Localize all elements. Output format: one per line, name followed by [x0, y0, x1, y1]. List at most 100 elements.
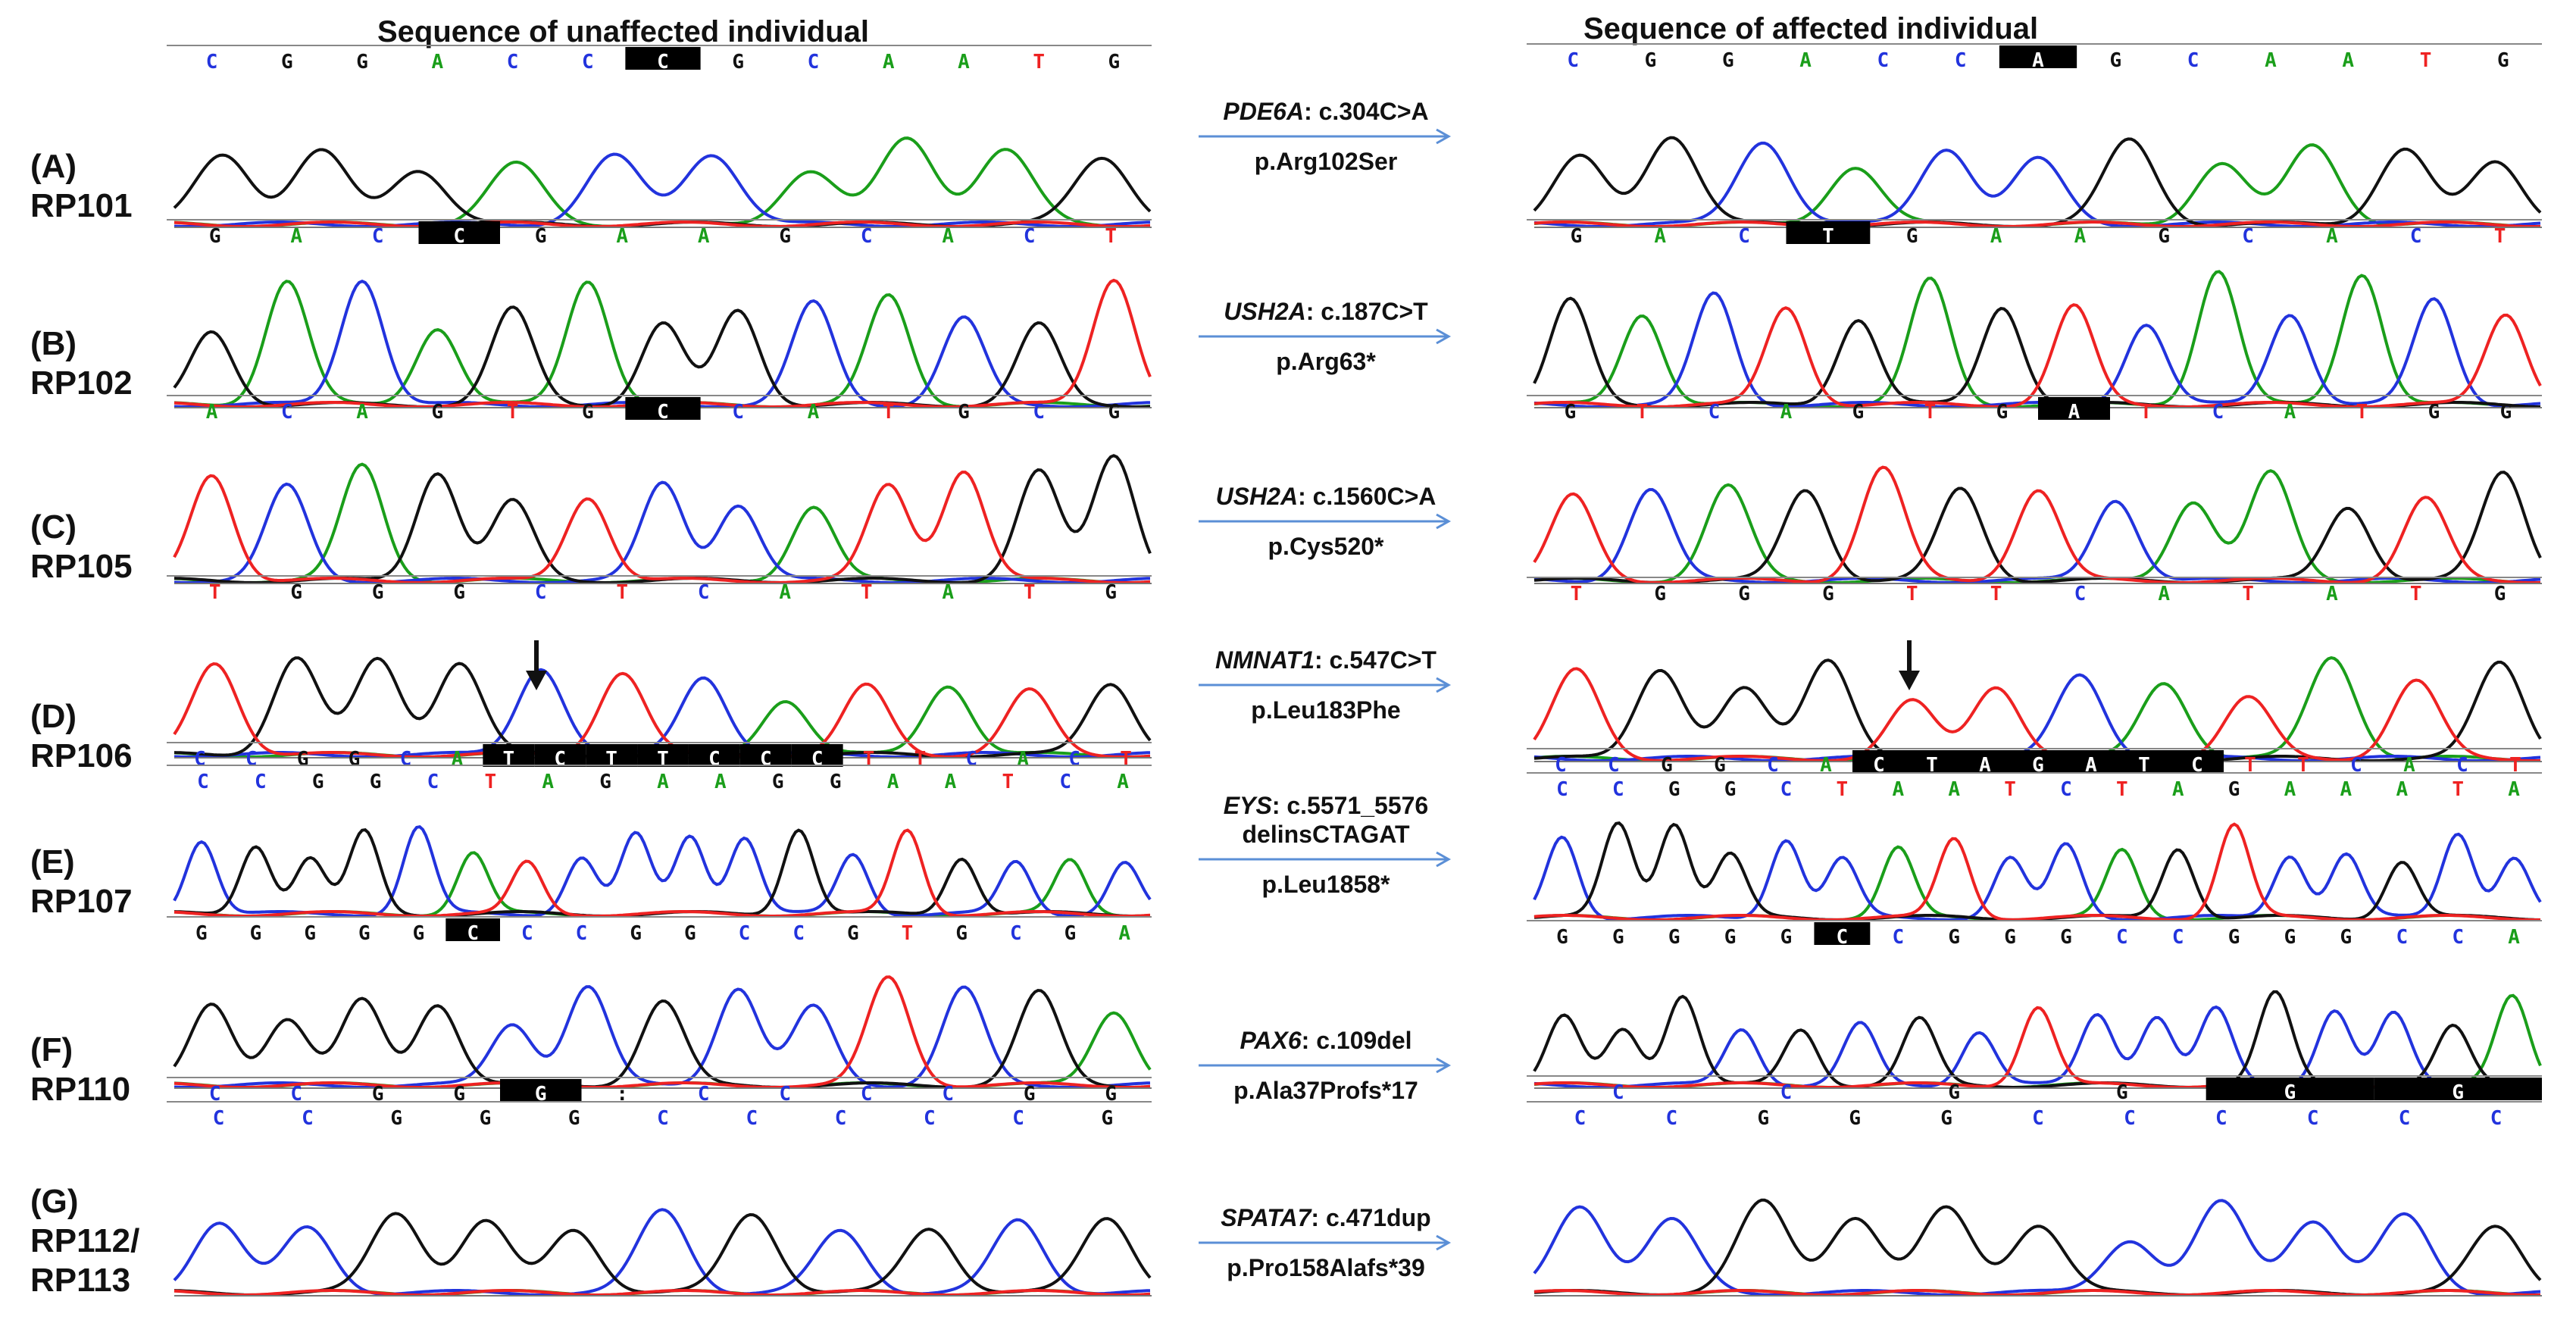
row-A-left-trace-C — [174, 152, 1151, 228]
row-D-left-top-highlight — [534, 744, 586, 767]
row-D-right-top-highlight — [1959, 750, 2012, 773]
mutation-G: SPATA7: c.471dup p.Pro158Alafs*39 — [1182, 1203, 1470, 1282]
row-D-left-top-highlight — [688, 744, 740, 767]
row-F-left-top-base: C — [290, 1083, 302, 1106]
row-E-right-highlight — [1814, 922, 1871, 945]
row-B-right-base: G — [2500, 401, 2512, 424]
row-D-right-top-base: A — [1979, 754, 1991, 777]
row-A-right-top-base: A — [2032, 49, 2044, 72]
row-C-right-base: T — [1571, 583, 1583, 605]
row-E-right-base: C — [2116, 926, 2128, 949]
row-D-left-base: A — [945, 771, 957, 793]
cdna-change: : c.109del — [1301, 1027, 1412, 1054]
row-C-right-trace-T — [1533, 465, 2541, 584]
row-F-left-top-base: G — [535, 1083, 547, 1106]
mutation-D: NMNAT1: c.547C>T p.Leu183Phe — [1182, 646, 1470, 724]
row-G-left-trace-G — [174, 1212, 1152, 1297]
cdna-change-continued: delinsCTAGAT — [1242, 821, 1410, 848]
row-C-right-base: T — [1990, 583, 2002, 605]
row-B-right-highlight — [2038, 397, 2110, 420]
row-A-left-top-base: C — [507, 51, 519, 74]
row-A-left-base: C — [1024, 225, 1036, 248]
row-F-right-base: C — [2399, 1107, 2411, 1130]
row-D-right-base: G — [1724, 778, 1737, 801]
row-A-right-base: G — [1571, 225, 1583, 248]
row-B-right-base: T — [2356, 401, 2368, 424]
row-D-right-top-base: T — [2297, 754, 2309, 777]
row-F-right-base: C — [2215, 1107, 2227, 1130]
row-F-left-top-base: G — [1105, 1083, 1117, 1106]
gene-name: NMNAT1 — [1215, 646, 1315, 674]
row-A-left-top-base: G — [356, 51, 368, 74]
row-C-left-base: T — [1024, 581, 1036, 604]
row-E-left-base: G — [1064, 922, 1077, 945]
row-A-left-base: G — [209, 225, 221, 248]
row-D-right-top-highlight — [2012, 750, 2065, 773]
row-B-left-base: G — [431, 401, 443, 424]
right-arrow-icon — [1199, 851, 1452, 868]
row-A-left-top-base: C — [657, 51, 669, 74]
row-label-D: (D) RP106 — [30, 697, 133, 776]
row-label-C: (C) RP105 — [30, 508, 133, 586]
gene-name: EYS — [1223, 792, 1272, 819]
row-D-left-base: T — [1002, 771, 1014, 793]
row-D-left-base: A — [657, 771, 669, 793]
row-D-right-base: A — [1892, 778, 1904, 801]
row-D-right-top-base: C — [1608, 754, 1620, 777]
row-B-right-base: A — [1780, 401, 1793, 424]
mutation-F: PAX6: c.109del p.Ala37Profs*17 — [1182, 1026, 1470, 1105]
row-B-left-base: A — [808, 401, 820, 424]
row-B-left-base: G — [958, 401, 970, 424]
row-A-right-base: A — [2326, 225, 2338, 248]
row-F-right-base: G — [1849, 1107, 1861, 1130]
row-E-left-trace-A — [174, 851, 1151, 918]
row-A-right-base: C — [2410, 225, 2422, 248]
row-C-right-base: G — [2494, 583, 2506, 605]
row-A-left-base: G — [535, 225, 547, 248]
mutation-B: USH2A: c.187C>T p.Arg63* — [1182, 297, 1470, 376]
row-C-left-base: C — [535, 581, 547, 604]
row-F-right-top-base: G — [2284, 1081, 2296, 1104]
row-C-right-base: C — [2074, 583, 2087, 605]
protein-change: p.Leu183Phe — [1251, 696, 1401, 724]
row-C-right-base: A — [2158, 583, 2170, 605]
left-column-header: Sequence of unaffected individual — [377, 15, 869, 48]
row-D-right-top-base: C — [2350, 754, 2362, 777]
row-D-right-top-base: T — [2138, 754, 2150, 777]
row-E-right-base: C — [2452, 926, 2464, 949]
row-D-left-top-base: T — [657, 748, 669, 771]
row-E-left-base: G — [250, 922, 262, 945]
row-C-left-base: G — [453, 581, 465, 604]
row-D-right-base: T — [2116, 778, 2128, 801]
row-E-left-base: A — [1118, 922, 1130, 945]
row-F-left-top-base: C — [861, 1083, 873, 1106]
row-D-left-base: G — [370, 771, 382, 793]
right-arrow-icon — [1199, 513, 1452, 530]
row-B-left-base: G — [1108, 401, 1121, 424]
row-F-left-base: C — [835, 1107, 847, 1130]
row-G-right-trace-C — [1533, 1199, 2541, 1297]
row-A-right-top-base: G — [2497, 49, 2509, 72]
row-D-left-top-base: C — [400, 748, 412, 771]
row-E-right-base: G — [2228, 926, 2240, 949]
row-F-left-base: G — [480, 1107, 492, 1130]
row-D-left-top-base: C — [966, 748, 978, 771]
row-id-C: RP105 — [30, 548, 133, 585]
row-A-right-trace-T — [1533, 221, 2541, 228]
row-E-left-base: G — [413, 922, 425, 945]
row-D-left-top-highlight — [739, 744, 792, 767]
row-E-right-base: G — [2004, 926, 2016, 949]
row-F-left-top-base: C — [942, 1083, 954, 1106]
row-A-right-top-base: A — [1799, 49, 1812, 72]
row-A-left-top-base: C — [808, 51, 820, 74]
row-E-left-highlight — [445, 918, 500, 941]
row-B-left-trace-G — [173, 305, 1151, 408]
gene-name: USH2A — [1215, 483, 1299, 510]
row-A-left-top-base: G — [281, 51, 293, 74]
row-label-E: (E) RP107 — [30, 843, 133, 921]
row-letter-G: (G) — [30, 1183, 79, 1220]
row-id-D: RP106 — [30, 737, 133, 774]
row-F-left-top-base: C — [698, 1083, 710, 1106]
row-D-left-base: T — [485, 771, 497, 793]
row-F-right-base: C — [2490, 1107, 2503, 1130]
